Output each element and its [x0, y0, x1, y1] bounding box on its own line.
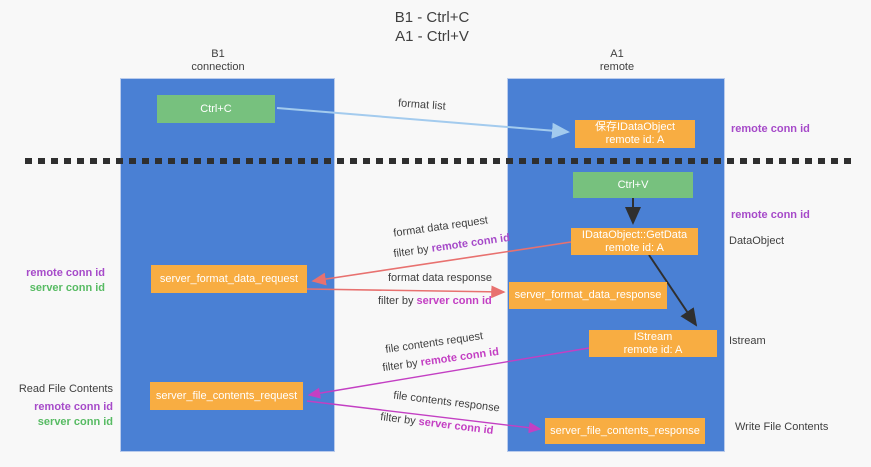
ctrl-v-box: Ctrl+V — [573, 172, 693, 198]
dataobject-label: DataObject — [729, 235, 785, 247]
server-conn-id-label-left-bottom: server conn id — [37, 416, 113, 428]
server-file-contents-response-box: server_file_contents_response — [545, 418, 705, 444]
filter-by-text: filter by — [378, 295, 414, 307]
ctrl-c-box: Ctrl+C — [157, 95, 275, 123]
title-line-2: A1 - Ctrl+V — [395, 28, 469, 45]
diagram-title: B1 - Ctrl+C A1 - Ctrl+V — [292, 8, 572, 46]
file-contents-response-arrow — [306, 400, 542, 434]
server-format-data-request-label: server_format_data_request — [159, 272, 299, 285]
format-data-response-filter-label: filter by server conn id — [378, 295, 492, 307]
right-column-header: A1 remote — [557, 48, 677, 74]
ctrl-v-label: Ctrl+V — [617, 178, 649, 191]
left-column-name: B1 — [211, 48, 225, 60]
right-column-name: A1 — [610, 48, 624, 60]
remote-conn-id-label-left-bottom: remote conn id — [34, 401, 113, 413]
write-file-contents-label: Write File Contents — [735, 421, 829, 433]
save-dataobject-line2: remote id: A — [605, 134, 665, 146]
server-file-contents-request-box: server_file_contents_request — [150, 382, 303, 410]
session-separator-dashed-line — [25, 158, 857, 164]
server-conn-id-label-left: server conn id — [29, 282, 105, 294]
server-conn-id-filter-text: server conn id — [416, 295, 492, 307]
server-file-contents-request-label: server_file_contents_request — [155, 389, 298, 402]
left-conn-id-labels: remote conn id server conn id — [17, 266, 105, 296]
istream-line2: remote id: A — [623, 343, 683, 356]
read-file-contents-label: Read File Contents — [18, 383, 113, 395]
getdata-line1: IDataObject::GetData — [581, 228, 688, 241]
ctrl-c-label: Ctrl+C — [200, 102, 232, 115]
remote-conn-id-label-mid-right: remote conn id — [731, 209, 810, 221]
server-format-data-request-box: server_format_data_request — [151, 265, 307, 293]
save-dataobject-box: 保存IDataObject remote id: A — [575, 120, 695, 148]
left-column-header: B1 connection — [158, 48, 278, 74]
remote-conn-id-label-top-right: remote conn id — [731, 123, 810, 135]
format-data-response-arrow — [306, 285, 506, 299]
server-format-data-response-label: server_format_data_response — [514, 289, 662, 301]
getdata-line2: remote id: A — [605, 241, 664, 254]
remote-conn-id-label-left: remote conn id — [26, 267, 105, 279]
left-column-subtitle: connection — [191, 61, 245, 73]
getdata-box: IDataObject::GetData remote id: A — [571, 228, 698, 255]
format-data-request-arrow — [311, 241, 572, 286]
file-contents-request-arrow — [307, 347, 590, 399]
getdata-to-istream-arrow — [648, 254, 698, 327]
istream-side-label: Istream — [729, 335, 766, 347]
read-file-contents-block: Read File Contents remote conn id server… — [17, 382, 113, 430]
server-format-data-response-box: server_format_data_response — [509, 282, 667, 309]
istream-line1: IStream — [633, 330, 673, 343]
istream-box: IStream remote id: A — [589, 330, 717, 357]
save-dataobject-line1: 保存IDataObject — [594, 121, 676, 133]
format-list-arrow — [276, 107, 570, 139]
title-line-1: B1 - Ctrl+C — [394, 9, 470, 26]
server-file-contents-response-label: server_file_contents_response — [550, 424, 700, 437]
right-column-subtitle: remote — [599, 61, 635, 73]
format-data-response-label: format data response — [388, 272, 492, 284]
